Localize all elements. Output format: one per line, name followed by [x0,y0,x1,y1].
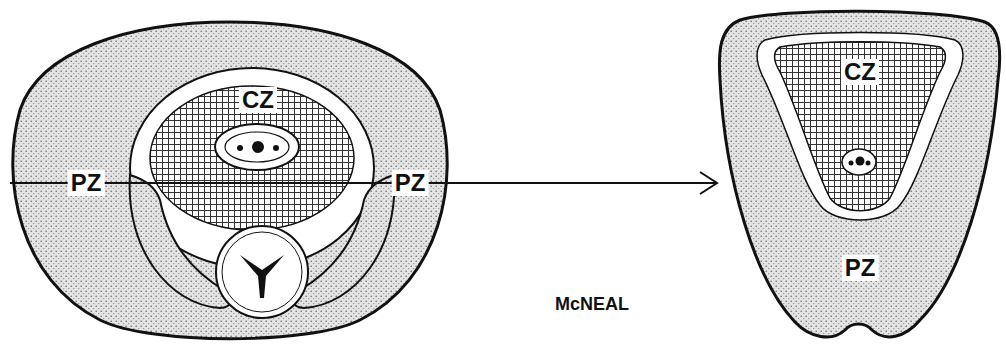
zone-label: PZ [68,170,105,196]
zone-label: PZ [842,255,879,281]
zone-label: PZ [392,170,429,196]
zone-label: CZ [239,87,277,113]
figure-label: McNEAL [553,294,631,314]
zone-label: CZ [841,59,879,85]
